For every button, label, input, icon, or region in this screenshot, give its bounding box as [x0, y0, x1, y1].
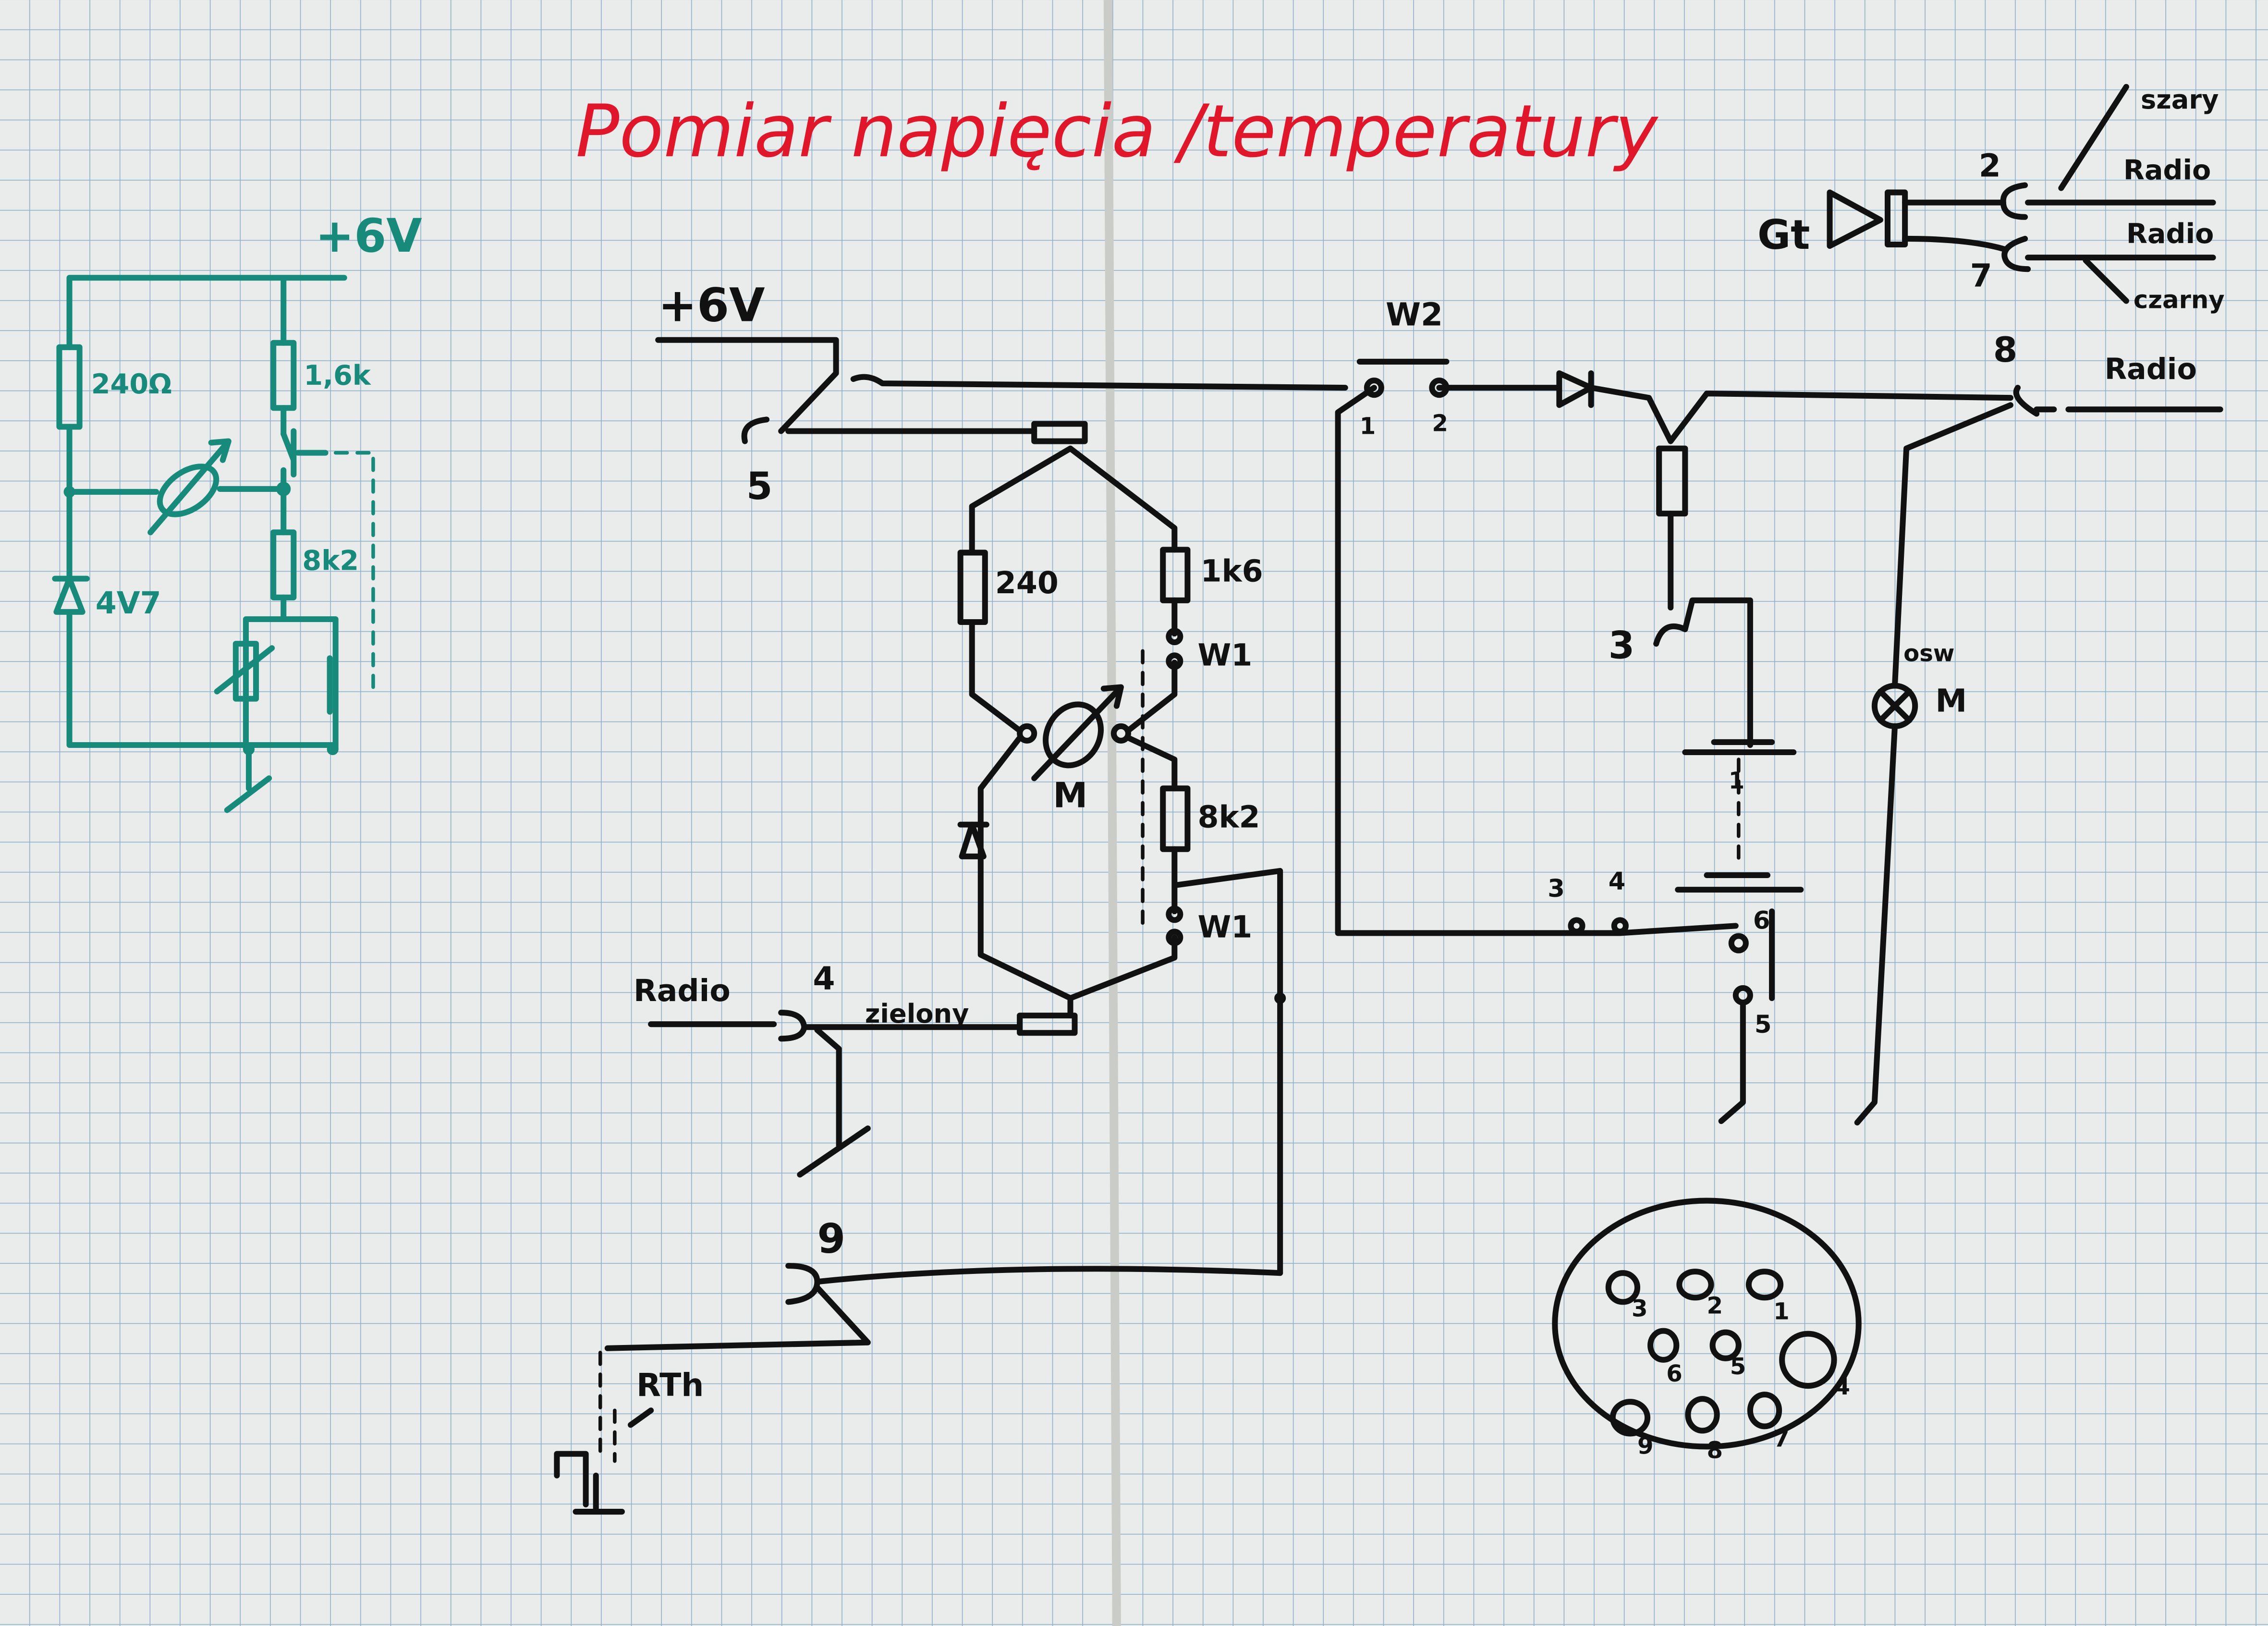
w2-label: W2 [1386, 296, 1443, 333]
resistor-240 [957, 550, 988, 625]
svg-text:3: 3 [1632, 1295, 1648, 1322]
svg-text:5: 5 [1730, 1353, 1746, 1380]
zener-diode-icon [52, 575, 90, 615]
resistor-1-6k [270, 340, 297, 411]
svg-text:1: 1 [1773, 1298, 1790, 1325]
pin-1: 1 [1745, 1269, 1790, 1325]
conn3-label: 3 [1609, 624, 1634, 667]
r-right-label: 1k6 [1201, 553, 1263, 589]
radio-8-label: Radio [2105, 353, 2197, 386]
pin-2: 2 [1676, 1269, 1723, 1319]
pin-6: 6 [1647, 1328, 1683, 1387]
w2-pin2-label: 2 [1432, 410, 1448, 437]
resistor-8k2 [270, 529, 297, 600]
contact4-label: 4 [1609, 867, 1626, 896]
pin-9: 9 [1610, 1399, 1654, 1460]
meter-icon [157, 464, 219, 517]
lamp-icon [1871, 683, 1918, 729]
radio-bottom-label: Radio [2126, 218, 2214, 250]
radio-top-label: Radio [2123, 154, 2211, 186]
switch-icon [280, 428, 329, 477]
ground-icon [224, 746, 272, 813]
generator-section: Gt 2 7 szary Radio Radio czarny [1757, 84, 2225, 314]
meter-label: M [1053, 775, 1087, 816]
generator-label: Gt [1757, 211, 1810, 258]
supply-label: +6V [658, 279, 765, 332]
zener-label: 4V7 [96, 585, 161, 621]
svg-text:7: 7 [1773, 1426, 1790, 1453]
contact5-label: 5 [1755, 1010, 1772, 1039]
thermistor-rth-icon [598, 1351, 617, 1463]
pin-4: 4 [1779, 1331, 1851, 1400]
w1-top-label: W1 [1198, 637, 1253, 672]
svg-text:8: 8 [1707, 1437, 1723, 1464]
contact3-label: 3 [1548, 874, 1565, 903]
diode-icon [957, 821, 989, 859]
connector-4 [1017, 1013, 1078, 1036]
page-title: Pomiar napięcia /temperatury [576, 89, 1659, 173]
svg-text:4: 4 [1834, 1373, 1851, 1400]
svg-text:2: 2 [1707, 1292, 1723, 1319]
czarny-label: czarny [2134, 285, 2225, 314]
lamp-m-label: M [1935, 683, 1967, 720]
supply-label: +6V [316, 209, 423, 263]
page-fold [1103, 0, 1121, 1626]
rth-label: RTh [636, 1367, 704, 1404]
resistor-8k2 [1160, 785, 1191, 852]
svg-text:6: 6 [1666, 1360, 1683, 1387]
pin-3: 3 [1605, 1270, 1648, 1322]
battery-cell-label: 1 [1729, 767, 1745, 794]
fuse-icon [1656, 445, 1688, 517]
adjust-arrow-icon [147, 438, 232, 536]
conn7-label: 7 [1970, 257, 1992, 294]
wire-color-label: zielony [865, 999, 969, 1029]
w1-bottom-label: W1 [1198, 909, 1253, 944]
generator-triangle-icon [1827, 189, 1883, 249]
r3-label: 8k2 [302, 545, 359, 577]
meter-m-icon [1043, 701, 1104, 769]
pin-7: 7 [1747, 1392, 1790, 1453]
thermistor-icon [232, 641, 259, 702]
svg-text:9: 9 [1637, 1433, 1654, 1460]
main-circuit: +6V 5 240 1k6 W1 M 8k2 W1 Radio 4 zielon… [554, 279, 2223, 1515]
conn8-label: 8 [1993, 330, 2017, 370]
r2-label: 1,6k [304, 360, 371, 391]
r1-label: 240Ω [91, 368, 172, 400]
conn5-label: 5 [746, 465, 772, 508]
r-left-label: 240 [995, 565, 1059, 600]
mechanical-link [333, 451, 375, 697]
pin-5: 5 [1709, 1329, 1746, 1380]
pin-8: 8 [1685, 1396, 1723, 1464]
conn2-label: 2 [1979, 147, 2001, 184]
szary-label: szary [2141, 85, 2219, 115]
socket-pinout: 1 2 3 4 5 6 7 8 9 [1605, 1269, 1851, 1464]
resistor-1k6 [1160, 547, 1191, 603]
socket-outline [1552, 1198, 1862, 1450]
radio-left-label: Radio [634, 973, 731, 1008]
r-bottom-label: 8k2 [1198, 799, 1260, 835]
lamp-label: osw [1903, 640, 1954, 667]
adjust-arrow-icon [1031, 684, 1124, 782]
w2-pin1-label: 1 [1360, 413, 1376, 440]
conn9-label: 9 [817, 1215, 845, 1262]
left-teal-circuit: +6V 240Ω 1,6k 8k2 4V7 [52, 209, 423, 813]
connector-5 [741, 416, 1037, 444]
resistor-240 [56, 344, 83, 430]
conn4-label: 4 [813, 960, 835, 997]
contact6-label: 6 [1753, 906, 1770, 935]
